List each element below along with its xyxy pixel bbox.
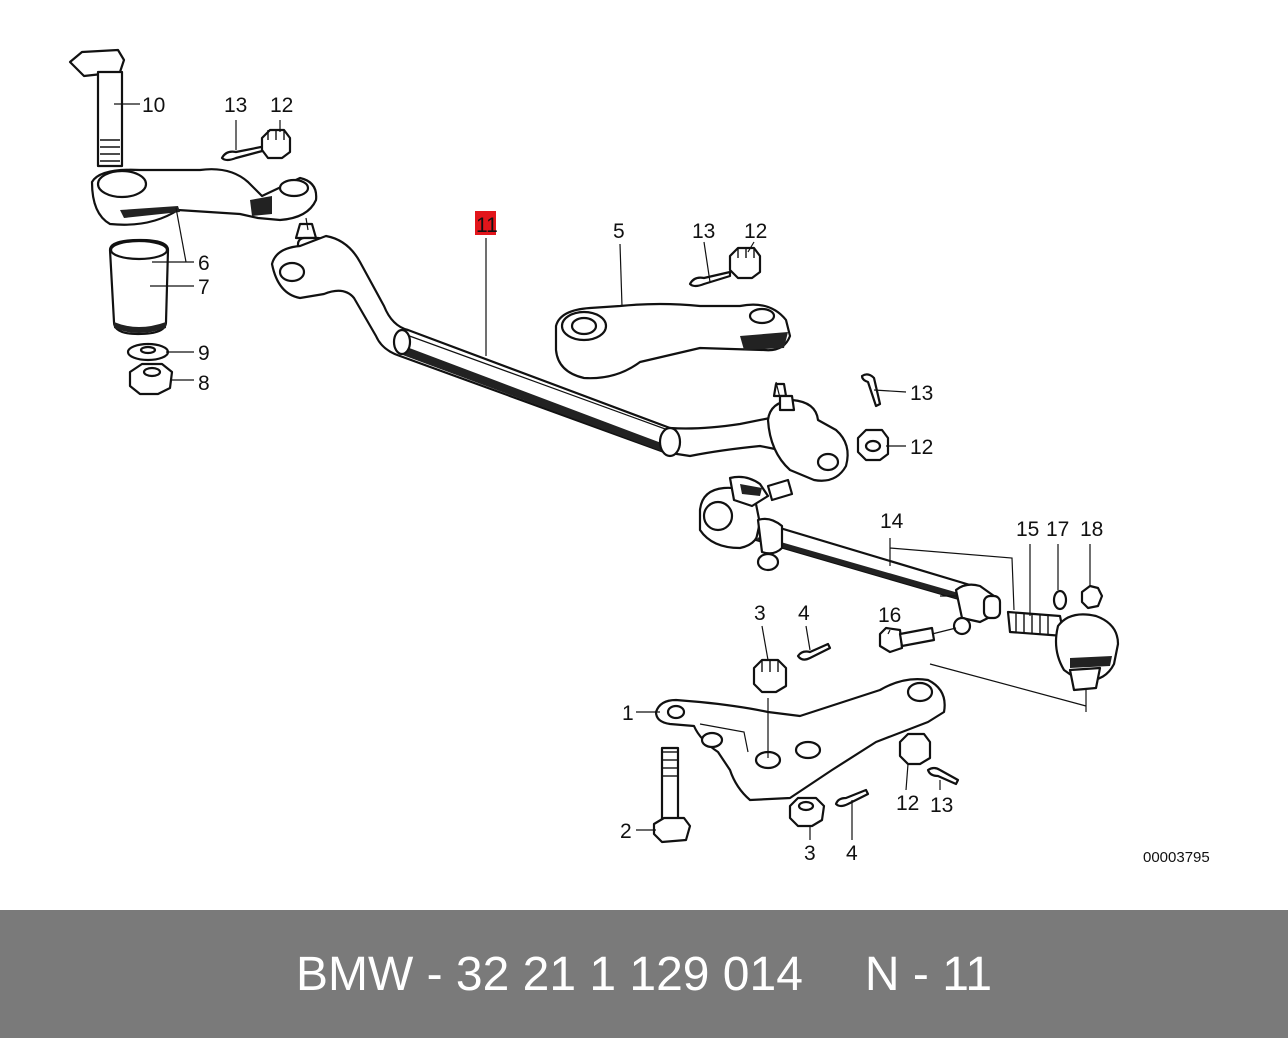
part-bracket-1 <box>654 678 946 802</box>
callout-3: 3 <box>804 842 816 865</box>
callout-4: 4 <box>798 602 810 625</box>
part-center-link-11 <box>270 234 812 458</box>
part-castle-nut-12c <box>856 428 890 462</box>
part-castle-nut-12a <box>260 128 292 160</box>
highlight-box-11 <box>475 211 496 235</box>
part-cotter-pin-13c <box>860 373 882 408</box>
callout-8: 8 <box>198 372 210 395</box>
leader-lines <box>114 103 1091 840</box>
parts-diagram: 10 13 12 6 7 9 8 11 5 13 12 13 12 14 15 … <box>68 48 1210 866</box>
position-text: N - 11 <box>864 947 993 1001</box>
callout-10: 10 <box>142 94 165 117</box>
callout-6: 6 <box>198 252 210 275</box>
callout-labels: 10 13 12 6 7 9 8 11 5 13 12 13 12 14 15 … <box>142 94 1103 865</box>
part-castle-nut-3a <box>752 658 788 694</box>
callout-11: 11 <box>476 214 498 237</box>
callout-16: 16 <box>878 604 901 627</box>
part-washer-9 <box>126 342 170 362</box>
part-number-footer: BMW - 32 21 1 129 014 N - 11 <box>0 910 1288 1038</box>
callout-17: 17 <box>1046 518 1069 541</box>
diagram-reference-id: 00003795 <box>1143 849 1210 866</box>
part-nut-18 <box>1080 584 1104 610</box>
callout-2: 2 <box>620 820 632 843</box>
part-nut-8 <box>128 362 174 396</box>
callout-12: 12 <box>896 792 919 815</box>
part-cotter-pin-13a <box>220 144 268 162</box>
callout-12: 12 <box>744 220 767 243</box>
part-ball-joint-right <box>766 394 849 482</box>
callout-7: 7 <box>198 276 210 299</box>
callout-1: 1 <box>622 702 634 725</box>
part-cotter-pin-4b <box>834 788 870 808</box>
part-bolt-10 <box>68 48 126 168</box>
callout-3: 3 <box>754 602 766 625</box>
part-number-text: BMW - 32 21 1 129 014 <box>295 947 803 1001</box>
callout-14: 14 <box>880 510 904 533</box>
part-bushing-6-7 <box>108 238 170 336</box>
part-cotter-pin-4a <box>796 642 832 661</box>
part-castle-nut-12b <box>728 246 762 280</box>
part-bolt-2 <box>652 746 692 844</box>
part-cotter-pin-13d <box>926 766 960 786</box>
callout-13: 13 <box>224 94 247 117</box>
part-tie-rod-14 <box>698 475 1002 636</box>
callout-15: 15 <box>1016 518 1039 541</box>
callout-18: 18 <box>1080 518 1103 541</box>
part-castle-nut-12d <box>898 732 932 766</box>
callout-5: 5 <box>613 220 625 243</box>
callout-13: 13 <box>910 382 933 405</box>
part-pitman-arm-5 <box>554 302 792 398</box>
callout-12: 12 <box>910 436 933 459</box>
callout-4: 4 <box>846 842 858 865</box>
callout-13: 13 <box>930 794 953 817</box>
part-washer-17 <box>1052 589 1068 611</box>
part-idler-arm <box>90 168 326 264</box>
callout-12: 12 <box>270 94 293 117</box>
part-castle-nut-3b <box>788 796 826 828</box>
callout-13: 13 <box>692 220 715 243</box>
part-tie-rod-end-15 <box>1006 610 1120 692</box>
callout-9: 9 <box>198 342 210 365</box>
part-clamp-bolt-16 <box>878 626 936 654</box>
